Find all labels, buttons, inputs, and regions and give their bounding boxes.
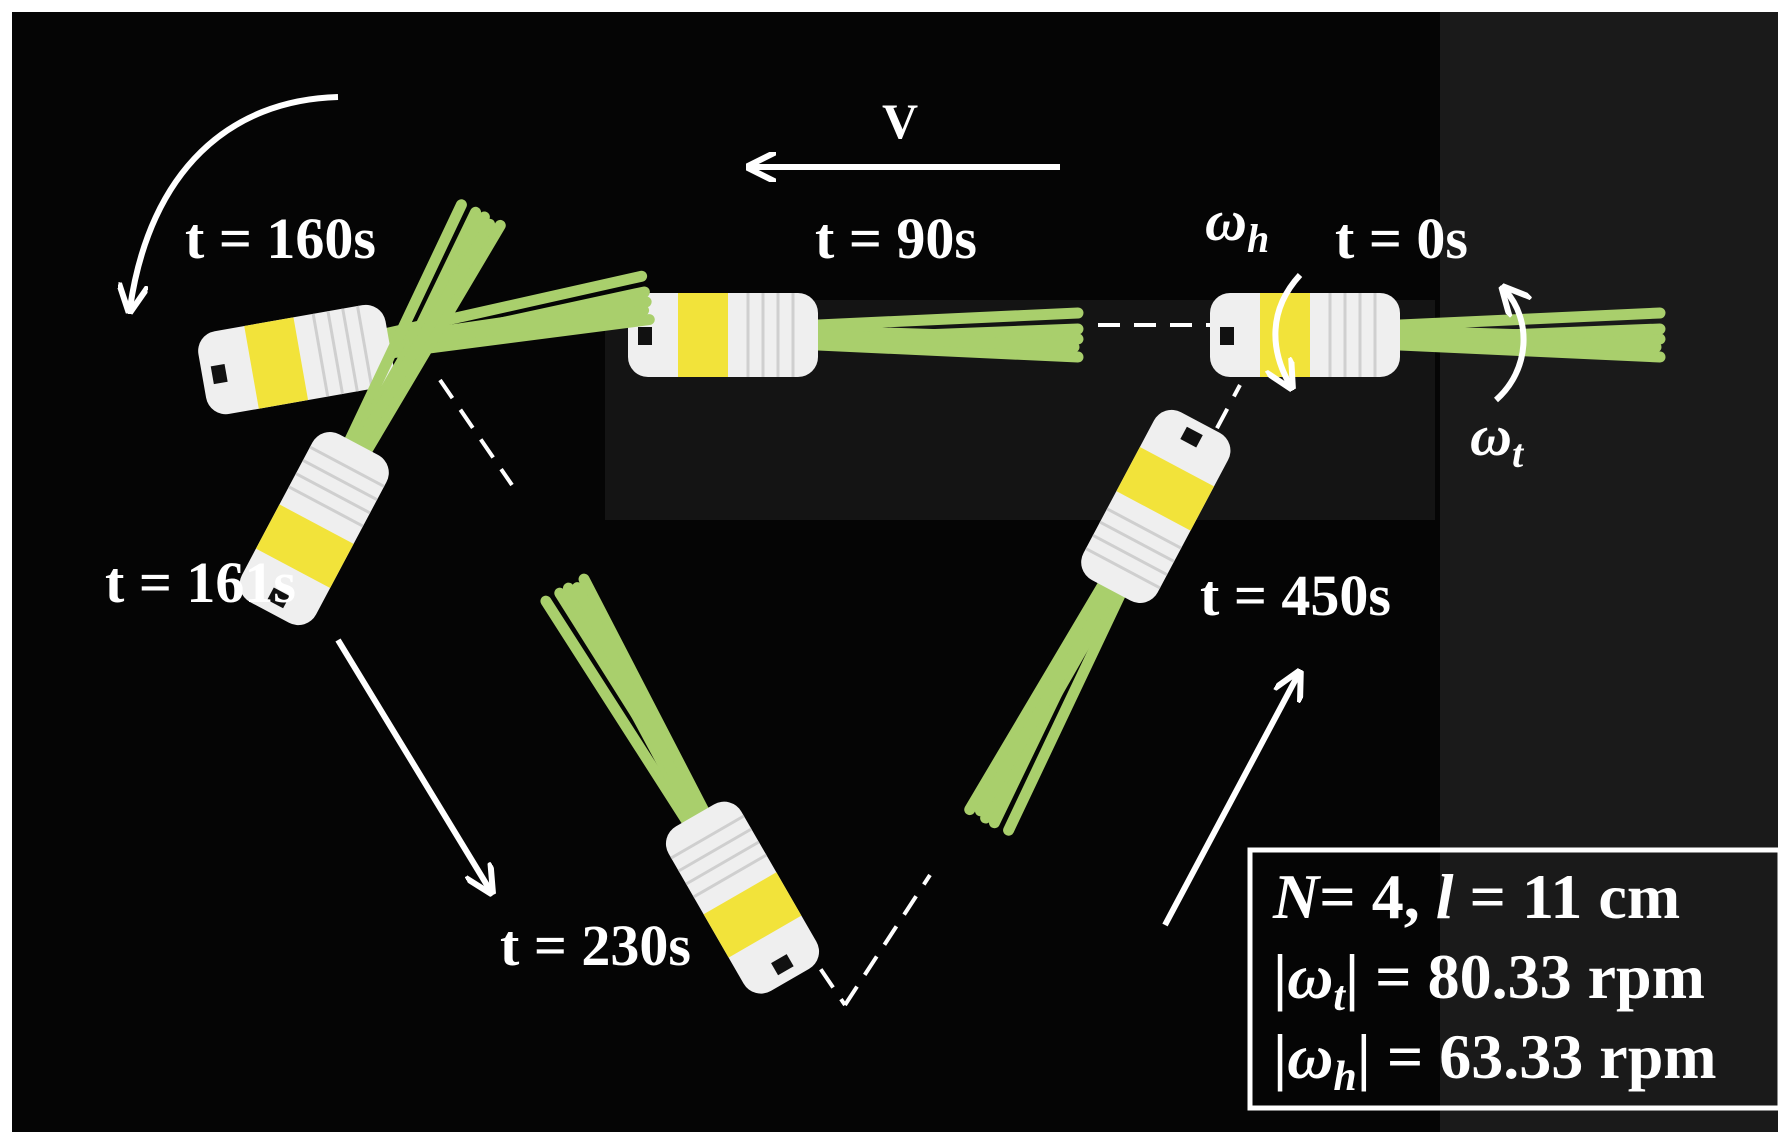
time-label-t161: t = 161s <box>105 550 296 615</box>
velocity-label: V <box>882 93 918 149</box>
omega-h-label: ωh <box>1205 188 1269 261</box>
time-label-t160: t = 160s <box>185 206 376 271</box>
time-label-t90: t = 90s <box>815 206 977 271</box>
tail-rotation-arrow <box>1493 290 1524 403</box>
rotation-arrow-t160 <box>130 94 339 308</box>
parameter-line-1: N= 4, l = 11 cm <box>1272 861 1680 932</box>
background-shade-right <box>1440 12 1778 1132</box>
motion-arrow-down <box>335 638 490 890</box>
head-rotation-arrow <box>1275 272 1303 385</box>
parameter-line-3: |ωh| = 63.33 rpm <box>1273 1021 1717 1100</box>
parameter-box <box>1247 847 1783 1111</box>
parameter-line-2: |ωt| = 80.33 rpm <box>1273 941 1705 1020</box>
time-label-t230: t = 230s <box>500 913 691 978</box>
time-label-t450: t = 450s <box>1200 563 1391 628</box>
omega-t-label: ωt <box>1470 403 1525 476</box>
motion-arrow-up <box>1162 675 1298 927</box>
time-label-t0: t = 0s <box>1335 206 1468 271</box>
